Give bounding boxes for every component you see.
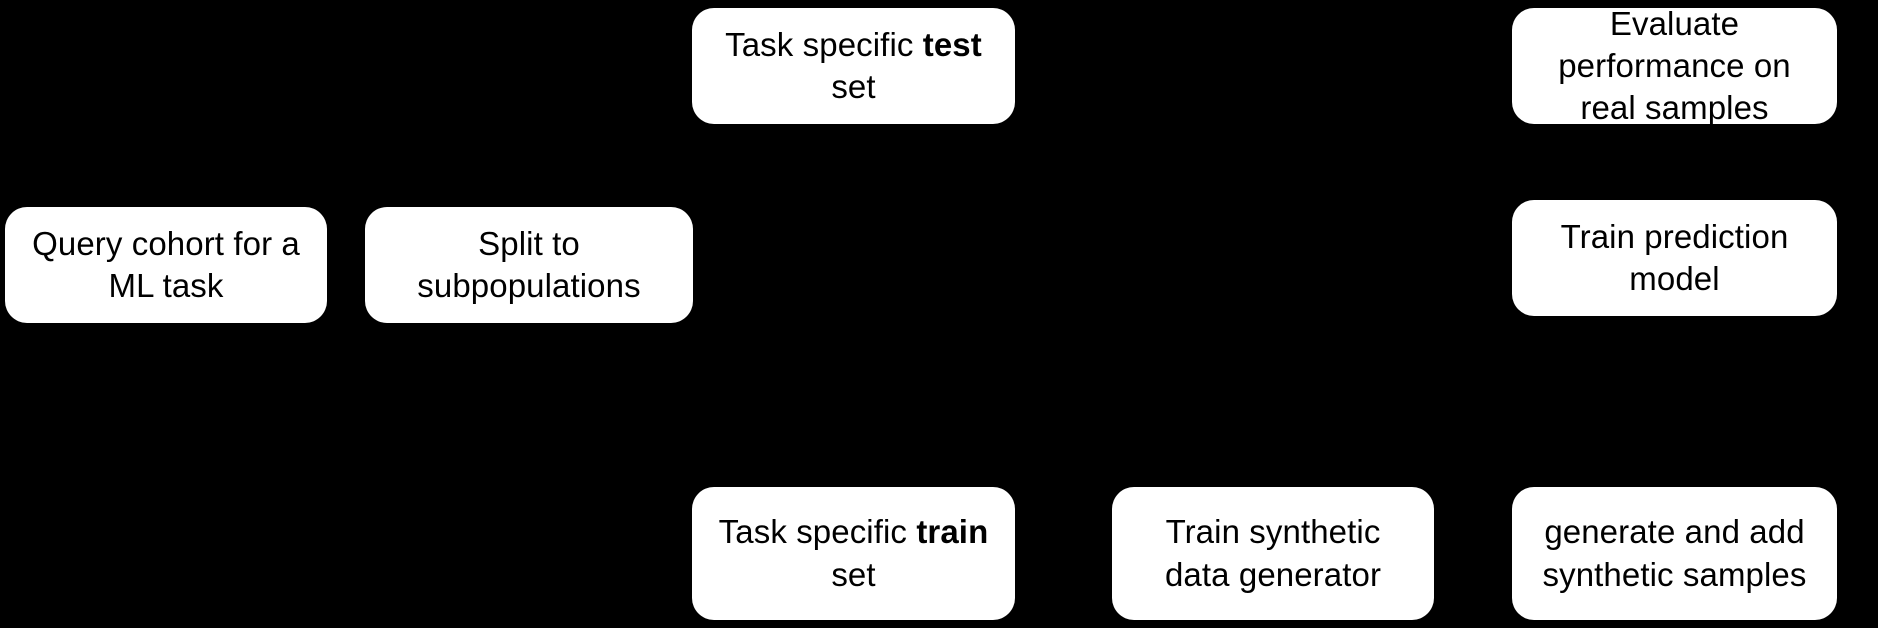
node-generate-and-add-synthetic-samples[interactable]: generate and addsynthetic samples <box>1512 487 1837 620</box>
node-label: Task specific trainset <box>718 513 989 593</box>
node-label: generate and addsynthetic samples <box>1542 513 1807 593</box>
node-label: Train predictionmodel <box>1560 217 1789 297</box>
node-task-specific-test-set[interactable]: Task specific testset <box>692 8 1015 124</box>
node-train-prediction-model[interactable]: Train predictionmodel <box>1512 200 1837 316</box>
node-split-to-subpopulations[interactable]: Split tosubpopulations <box>365 207 693 323</box>
node-train-synthetic-data-generator[interactable]: Train syntheticdata generator <box>1112 487 1434 620</box>
node-evaluate-performance-on-real-samples[interactable]: Evaluateperformance onreal samples <box>1512 5 1837 126</box>
node-label: Train syntheticdata generator <box>1164 513 1382 593</box>
node-task-specific-train-set[interactable]: Task specific trainset <box>692 487 1015 620</box>
node-query-cohort-for-ml-task[interactable]: Query cohort for aML task <box>5 207 327 323</box>
node-label: Task specific testset <box>725 25 982 105</box>
node-label: Split tosubpopulations <box>417 224 641 304</box>
node-label: Query cohort for aML task <box>32 224 300 304</box>
node-label: Evaluateperformance onreal samples <box>1558 4 1791 127</box>
